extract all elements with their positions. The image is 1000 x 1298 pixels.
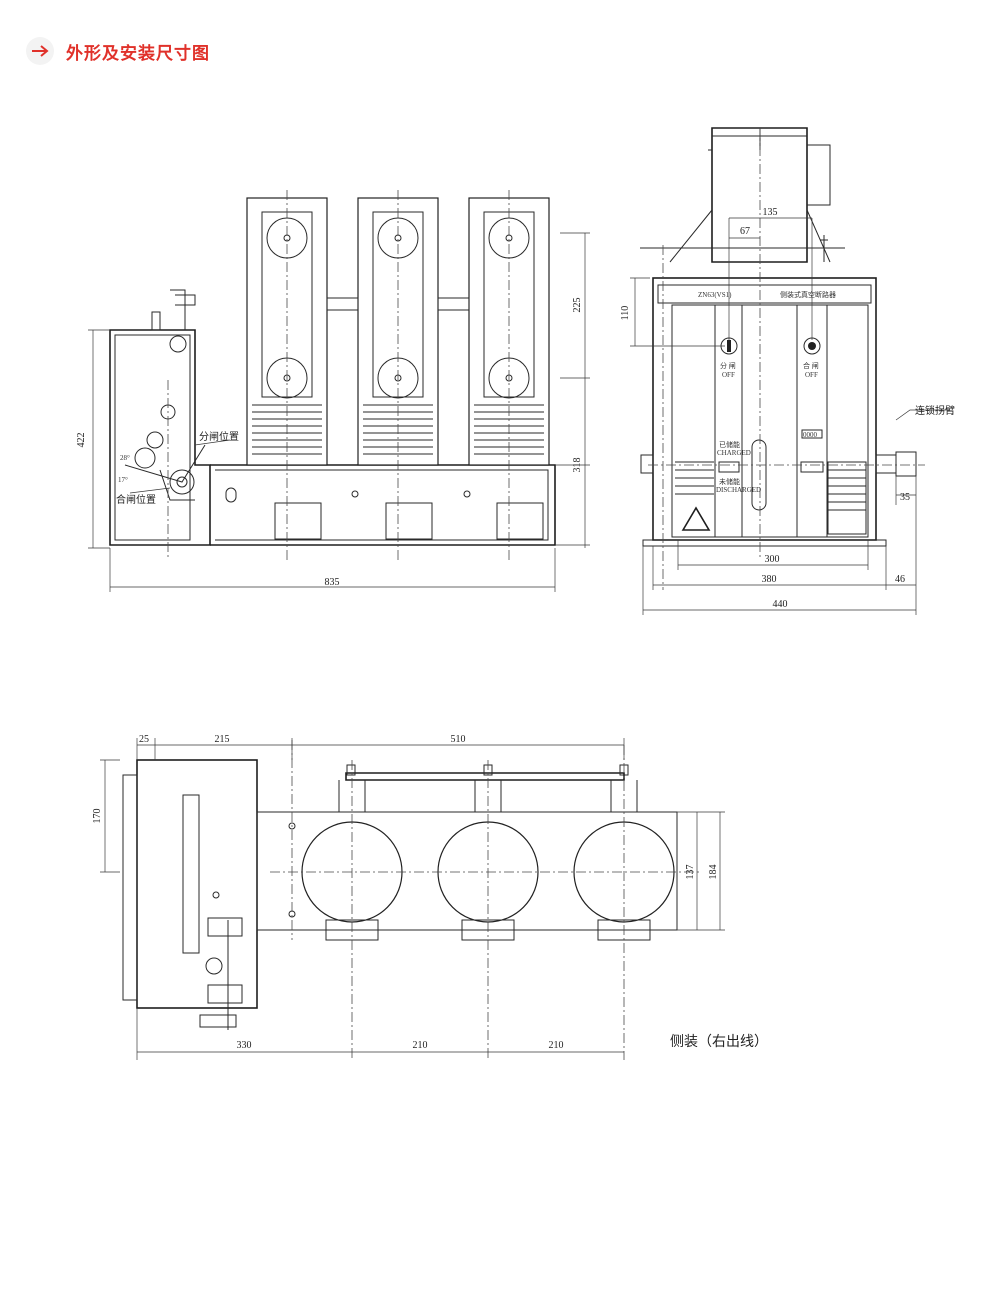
side-view [630,127,950,615]
dim-46: 46 [895,574,905,585]
panel-on-en: OFF [805,371,818,379]
angle-17: 17° [118,476,128,484]
dim-170: 170 [92,809,103,824]
dim-440: 440 [773,599,788,610]
dim-835: 835 [325,577,340,588]
dim-210-right: 210 [549,1040,564,1051]
dim-318: 318 [572,458,583,473]
arrow-right-icon [26,37,54,65]
label-open-position: 分闸位置 [199,430,239,443]
page-header: 外形及安装尺寸图 [26,36,210,66]
dim-25: 25 [139,734,149,745]
dim-210-left: 210 [413,1040,428,1051]
panel-charged: 已储能 [719,440,740,449]
front-view [88,190,590,592]
nameplate-model: ZN63(VS1) [698,291,732,299]
panel-off-en: OFF [722,371,735,379]
top-view [100,738,725,1060]
nameplate-name: 侧装式真空断路器 [780,290,836,299]
dim-422: 422 [76,433,87,448]
dim-110: 110 [620,306,631,321]
dim-380: 380 [762,574,777,585]
page-title: 外形及安装尺寸图 [66,43,210,64]
dim-300: 300 [765,554,780,565]
panel-charged-en: CHARGED [717,449,751,457]
dim-35: 35 [900,492,910,503]
dim-510: 510 [451,734,466,745]
dim-137: 137 [685,865,696,880]
dim-135: 135 [763,207,778,218]
dim-67: 67 [740,226,750,237]
dim-225: 225 [572,298,583,313]
dim-184: 184 [708,865,719,880]
dim-215: 215 [215,734,230,745]
label-interlock-arm: 连锁拐臂 [915,404,955,417]
panel-counter: 0000 [803,431,818,439]
dim-330: 330 [237,1040,252,1051]
panel-uncharged-en: DISCHARGED [716,486,761,494]
caption-side-mount: 侧装（右出线） [670,1034,768,1050]
panel-off-label: 分 闸 [720,361,736,370]
label-close-position: 合闸位置 [116,493,156,506]
panel-uncharged: 未储能 [719,477,740,486]
angle-28: 28° [120,454,130,462]
panel-on-label: 合 闸 [803,361,819,370]
